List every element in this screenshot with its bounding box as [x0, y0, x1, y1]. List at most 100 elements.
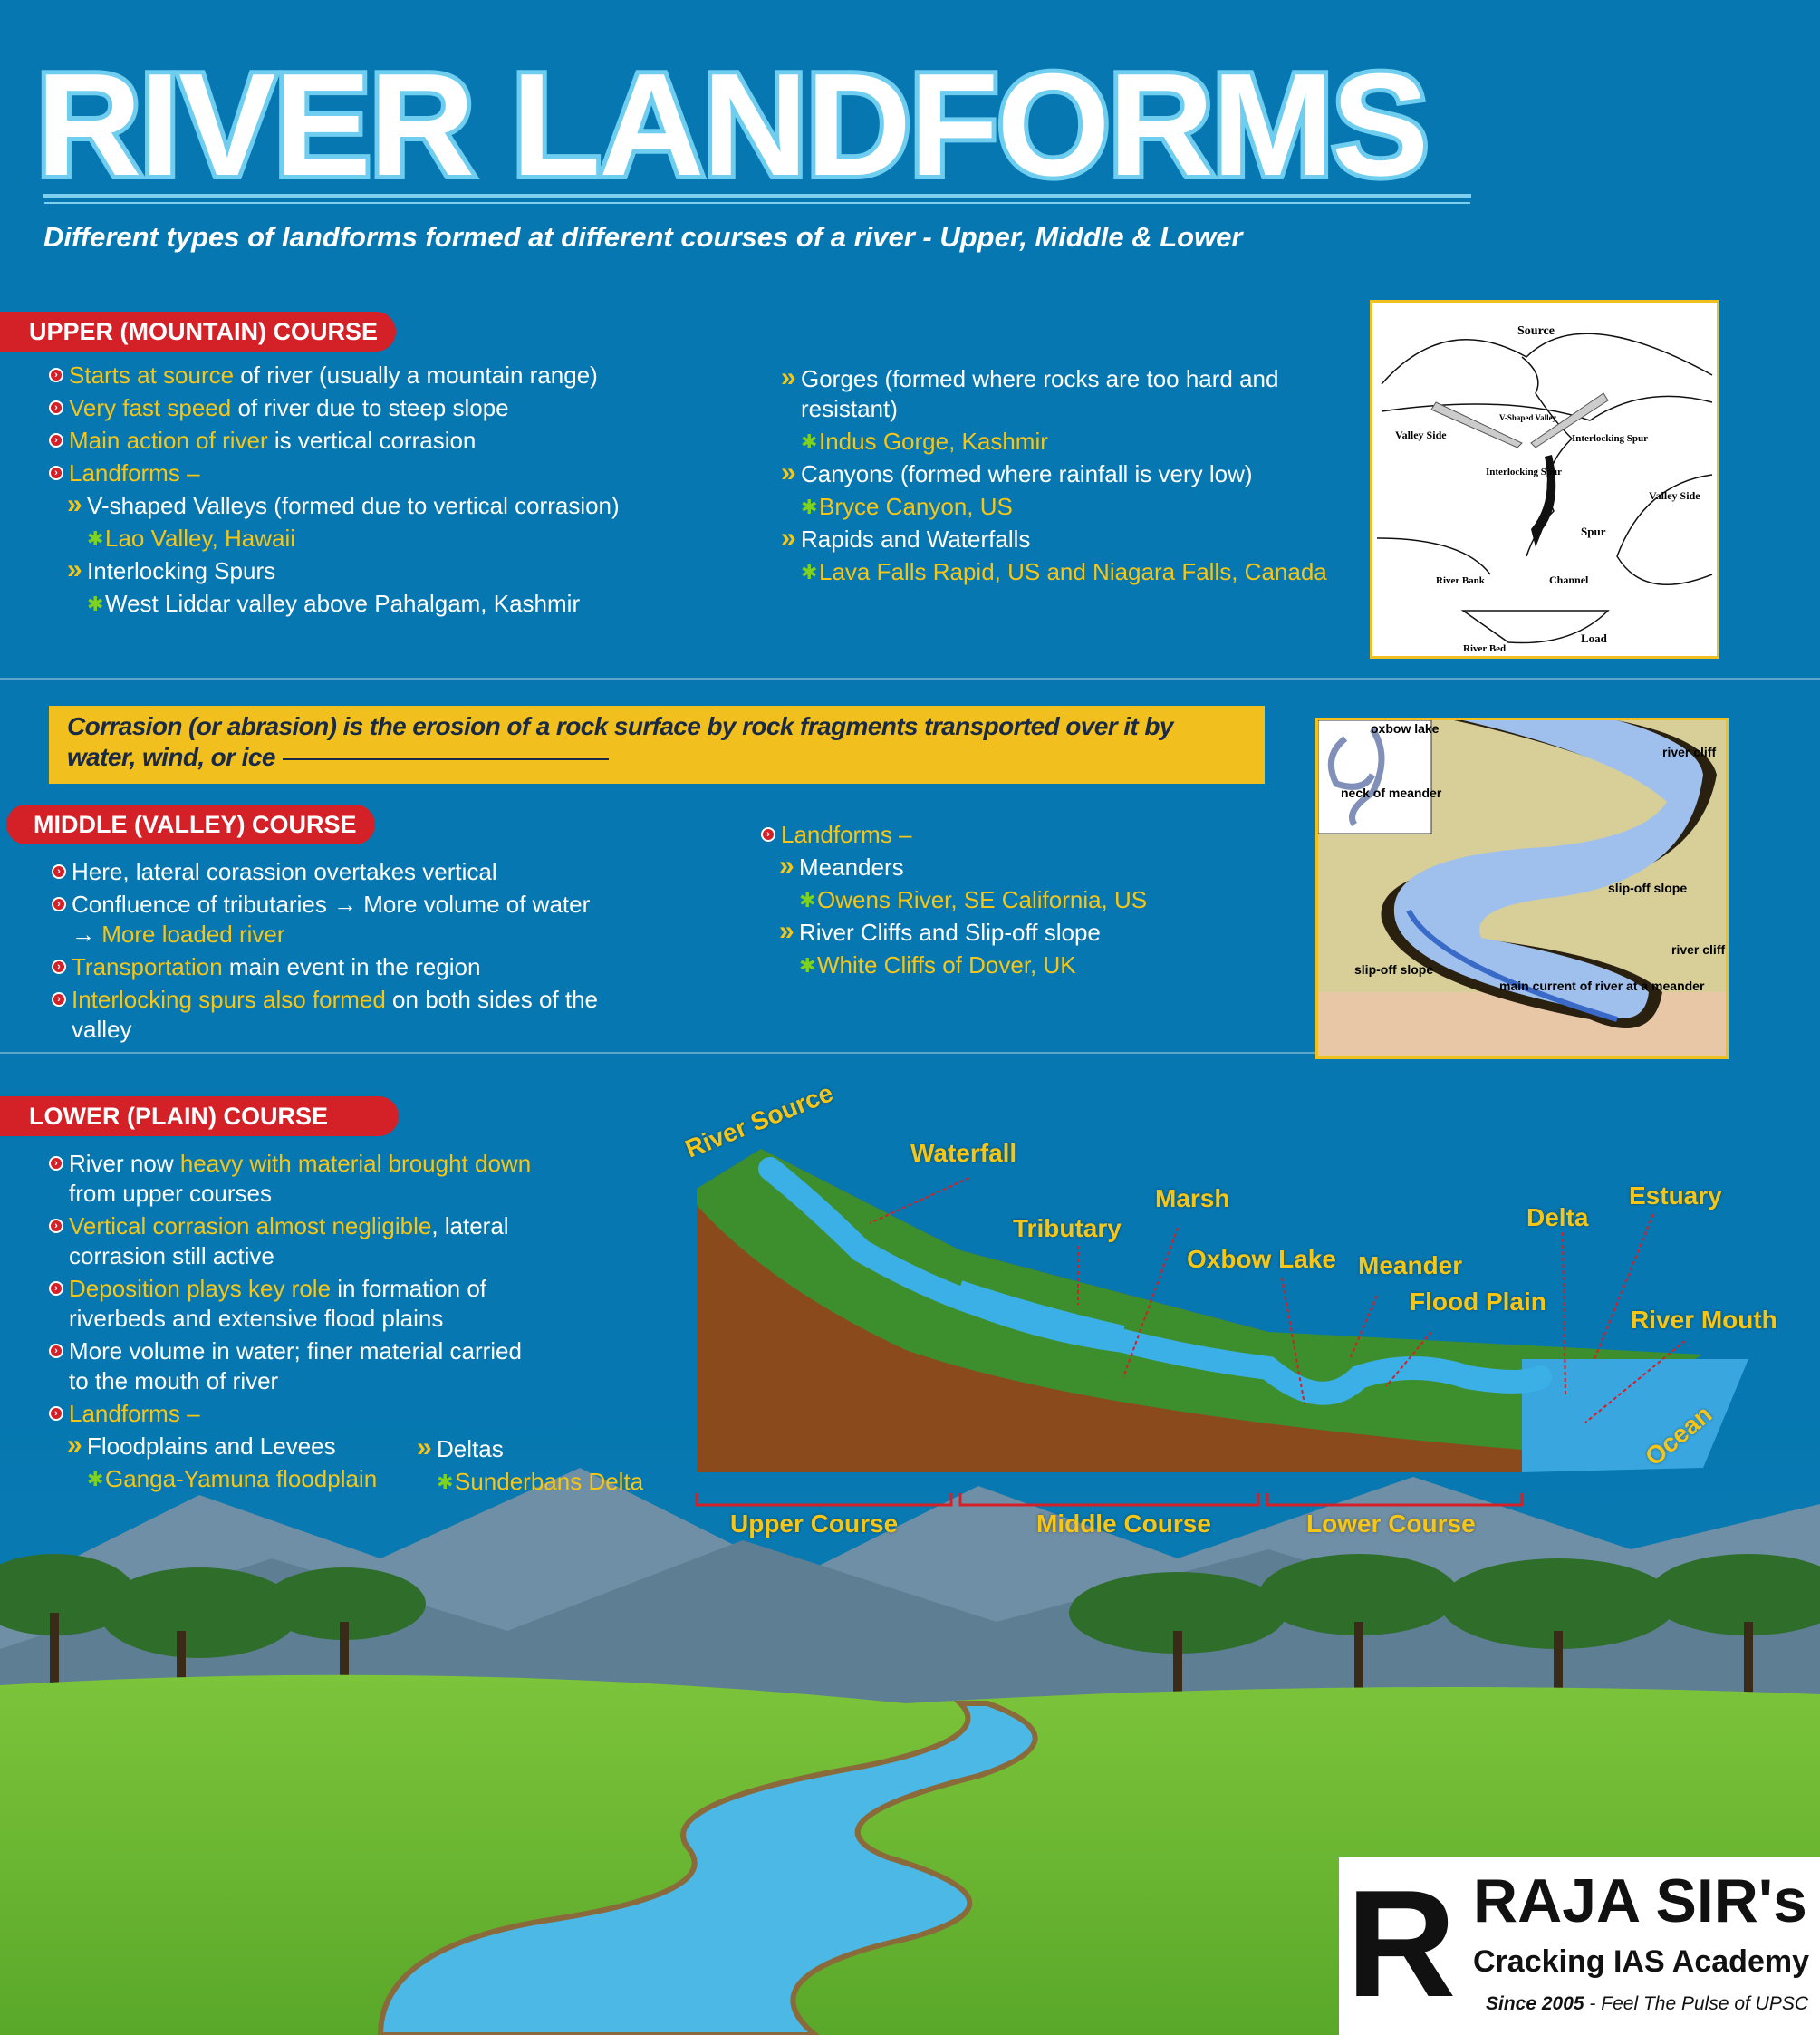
bullet-icon: ›	[49, 466, 63, 480]
highlight-text: White Cliffs of Dover, UK	[817, 951, 1076, 979]
bullet-item: › Landforms –	[49, 458, 629, 488]
bullet-icon: ›	[761, 827, 775, 842]
highlight-text: Lao Valley, Hawaii	[105, 525, 296, 552]
logo-tagline-since: Since 2005	[1486, 1993, 1584, 2014]
label-neck-of-meander: neck of meander	[1341, 786, 1442, 800]
bullet-icon: ›	[52, 897, 66, 911]
landform-item: »River Cliffs and Slip-off slope	[761, 918, 1305, 948]
asterisk-icon: ✱	[801, 561, 818, 583]
label-delta: Delta	[1526, 1203, 1589, 1231]
logo-name: RAJA SIR's	[1473, 1866, 1807, 1935]
academy-logo: R RAJA SIR's Cracking IAS Academy Since …	[1339, 1857, 1820, 2035]
example-item: ✱Bryce Canyon, US	[763, 492, 1361, 522]
label-river-mouth: River Mouth	[1631, 1306, 1777, 1334]
asterisk-icon: ✱	[801, 430, 818, 453]
label-marsh: Marsh	[1155, 1184, 1230, 1212]
example-item: ✱Ganga-Yamuna floodplain	[49, 1464, 538, 1494]
asterisk-icon: ✱	[87, 593, 104, 615]
item-text: Interlocking Spurs	[87, 557, 276, 584]
upper-left-list: ›Starts at source of river (usually a mo…	[49, 361, 629, 622]
item-text: V-shaped Valleys (formed due to vertical…	[87, 492, 620, 519]
label-lower-course: Lower Course	[1306, 1509, 1476, 1538]
landform-item: »Rapids and Waterfalls	[763, 525, 1361, 555]
highlight-text: Starts at source	[69, 362, 235, 389]
bullet-icon: ›	[49, 1156, 63, 1171]
highlight-text: Vertical corrasion almost negligible	[69, 1212, 432, 1239]
highlight-text: Sunderbans Delta	[455, 1468, 644, 1495]
highlight-text: Owens River, SE California, US	[817, 886, 1148, 913]
logo-academy: Cracking IAS Academy	[1473, 1944, 1809, 1979]
label-v-valley: V-Shaped Valley	[1499, 413, 1557, 422]
label-main-current: main current of river at a meander	[1499, 979, 1705, 993]
asterisk-icon: ✱	[799, 954, 816, 977]
definition-rule	[282, 757, 609, 760]
double-chevron-icon: »	[67, 1430, 82, 1460]
label-river-cliff-bottom: river cliff	[1671, 942, 1725, 957]
meander-sketch: oxbow lake neck of meander river cliff s…	[1318, 720, 1726, 1056]
label-slip-off-slope-right: slip-off slope	[1608, 881, 1687, 895]
label-middle-course: Middle Course	[1036, 1509, 1211, 1538]
item-text: River now	[69, 1150, 180, 1177]
bullet-icon: ›	[52, 960, 66, 974]
double-chevron-icon: »	[781, 523, 796, 553]
lower-course-header: LOWER (PLAIN) COURSE	[0, 1096, 399, 1136]
highlight-text: Landforms –	[69, 1400, 200, 1427]
label-slip-off-slope-left: slip-off slope	[1354, 962, 1433, 977]
label-waterfall: Waterfall	[910, 1139, 1017, 1167]
item-text: Rapids and Waterfalls	[801, 526, 1031, 553]
item-text: in formation of riverbeds and extensive …	[69, 1275, 487, 1332]
label-estuary: Estuary	[1629, 1181, 1722, 1210]
logo-tagline: Since 2005 - Feel The Pulse of UPSC	[1486, 1993, 1808, 2015]
bullet-icon: ›	[52, 992, 66, 1007]
bullet-item: ›Transportation main event in the region	[52, 952, 604, 982]
highlight-text: heavy with material brought down	[179, 1150, 532, 1177]
double-chevron-icon: »	[67, 555, 82, 584]
item-text: , lateral corrasion still active	[69, 1212, 509, 1269]
asterisk-icon: ✱	[437, 1471, 454, 1493]
middle-course-diagram: oxbow lake neck of meander river cliff s…	[1315, 718, 1729, 1059]
label-interlocking-spur-mid: Interlocking Spur	[1486, 467, 1562, 477]
example-item: ✱West Liddar valley above Pahalgam, Kash…	[49, 589, 629, 619]
bullet-item: ›Vertical corrasion almost negligible, l…	[49, 1211, 538, 1271]
highlight-text: Main action of river	[69, 427, 268, 454]
label-river-bank: River Bank	[1436, 575, 1486, 586]
label-upper-course: Upper Course	[730, 1509, 899, 1538]
bullet-item: ›Starts at source of river (usually a mo…	[49, 361, 629, 391]
item-text: Meanders	[799, 854, 904, 881]
bullet-item: ›Main action of river is vertical corras…	[49, 426, 629, 456]
highlight-text: Lava Falls Rapid, US and Niagara Falls, …	[819, 558, 1327, 585]
lower-left-list: › River now heavy with material brought d…	[49, 1149, 538, 1497]
middle-left-list: ›Here, lateral corassion overtakes verti…	[52, 857, 604, 1047]
lower-right-list: »Deltas✱Sunderbans Delta	[399, 1434, 689, 1500]
bullet-icon: ›	[49, 1281, 63, 1296]
item-text: Canyons (formed where rainfall is very l…	[801, 460, 1253, 487]
item-text: Confluence of tributaries → More volume …	[72, 891, 591, 948]
highlight-text: Landforms –	[781, 821, 912, 848]
bullet-item: ›Interlocking spurs also formed on both …	[52, 985, 604, 1045]
page-title: RIVER LANDFORMS	[32, 43, 1433, 207]
asterisk-icon: ✱	[799, 889, 816, 911]
label-valley-side-left: Valley Side	[1395, 429, 1447, 441]
label-interlocking-spur-right: Interlocking Spur	[1572, 433, 1648, 444]
double-chevron-icon: »	[67, 489, 82, 519]
asterisk-icon: ✱	[801, 496, 818, 518]
double-chevron-icon: »	[417, 1432, 432, 1462]
label-channel: Channel	[1549, 574, 1589, 586]
item-text: River Cliffs and Slip-off slope	[799, 919, 1101, 946]
highlight-text: Landforms –	[69, 459, 200, 487]
landform-item: »V-shaped Valleys (formed due to vertica…	[49, 491, 629, 521]
double-chevron-icon: »	[779, 916, 794, 946]
highlight-text: Bryce Canyon, US	[819, 493, 1013, 520]
title-underline	[43, 194, 1471, 198]
section-divider-2	[0, 1052, 1315, 1054]
highlight-text: More loaded river	[101, 921, 285, 948]
middle-right-list: ›Landforms –»Meanders✱Owens River, SE Ca…	[761, 820, 1305, 983]
example-item: ✱Sunderbans Delta	[399, 1467, 689, 1497]
bullet-item: ›More volume in water; finer material ca…	[49, 1336, 538, 1396]
highlight-text: Indus Gorge, Kashmir	[819, 428, 1048, 455]
label-meander: Meander	[1358, 1251, 1463, 1279]
label-river-cliff-top: river cliff	[1662, 745, 1716, 759]
item-text: is vertical corrasion	[267, 427, 477, 454]
landform-item: »Deltas	[399, 1434, 689, 1464]
landform-item: »Meanders	[761, 853, 1305, 882]
